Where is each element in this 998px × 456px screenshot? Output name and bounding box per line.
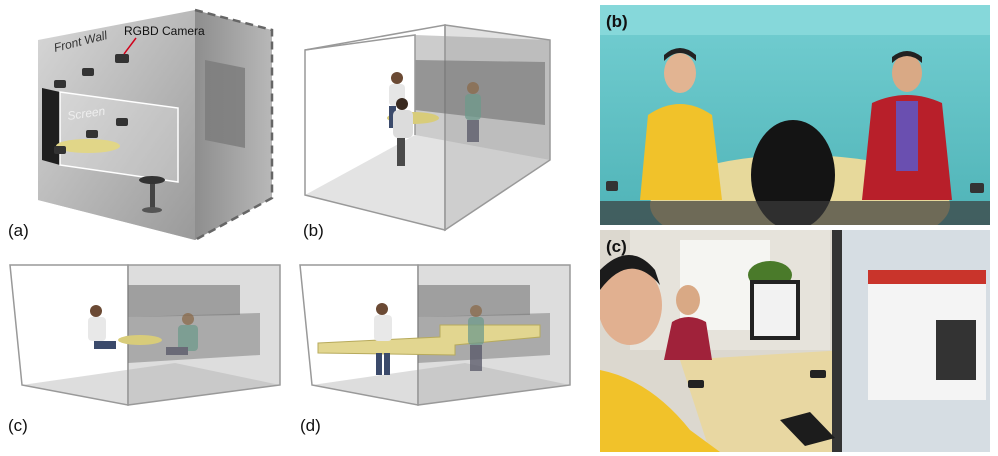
panel-c-room-render: (c) [8, 264, 281, 435]
panel-d-label: (d) [300, 416, 321, 435]
person-photo [862, 51, 952, 200]
panel-c-label: (c) [8, 416, 28, 435]
person-photo [600, 255, 720, 452]
dashed-outline [194, 8, 274, 242]
screen [42, 88, 60, 165]
camera-icon [54, 54, 129, 154]
photo-b-label: (b) [606, 12, 628, 31]
person-figure [166, 313, 198, 355]
person-figure [393, 98, 413, 166]
wall-display [205, 60, 245, 148]
panel-b-label: (b) [303, 221, 324, 240]
back-of-head [751, 120, 835, 225]
photo-b-telepresence: (b) [600, 5, 990, 225]
table [56, 139, 120, 153]
screen-frame [59, 91, 179, 183]
panel-a-room-diagram: RGBD Camera Front Wall Screen (a) [8, 8, 274, 242]
stool-base [142, 207, 162, 213]
stool-leg [150, 180, 155, 208]
l-shaped-table [317, 324, 541, 356]
panel-b-room-render: (b) [303, 24, 551, 240]
camera-label: RGBD Camera [124, 24, 205, 38]
stool-seat [139, 176, 165, 184]
person-photo [640, 48, 722, 200]
panel-a-label: (a) [8, 221, 29, 240]
photo-c-office: (c) [600, 230, 990, 452]
panel-d-room-render: (d) [299, 264, 571, 435]
person-figure [88, 305, 116, 349]
person-photo [664, 285, 712, 360]
photo-c-label: (c) [606, 237, 627, 256]
person-figure [465, 82, 481, 142]
screen-label: Screen [66, 104, 106, 123]
person-figure [374, 303, 392, 375]
camera-callout-line [123, 37, 137, 55]
person-figure [468, 305, 484, 371]
